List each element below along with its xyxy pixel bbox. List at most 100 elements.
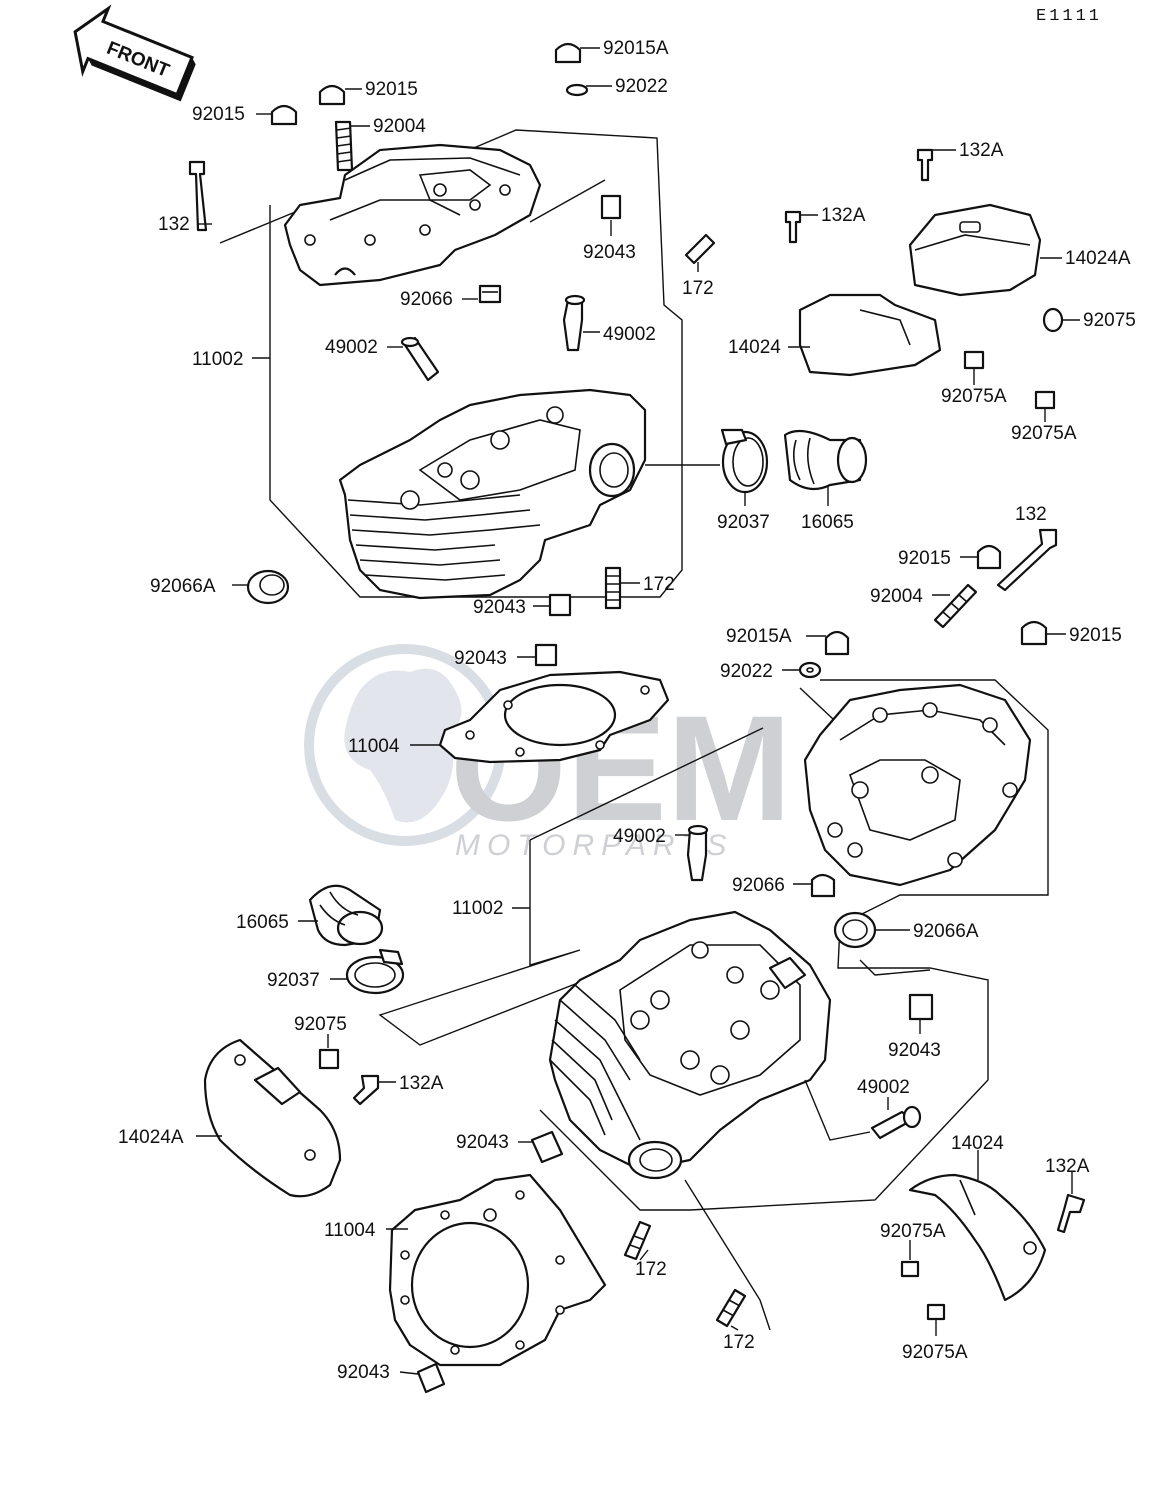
label-49002-top-r: 49002 bbox=[603, 324, 656, 345]
dowel-92043-top bbox=[600, 194, 622, 220]
label-14024-bot: 14024 bbox=[951, 1133, 1004, 1154]
bolt-132A-top2 bbox=[784, 210, 802, 244]
stud-172-mid bbox=[604, 566, 622, 610]
label-92043-top: 92043 bbox=[583, 242, 636, 263]
label-92004-top: 92004 bbox=[373, 116, 426, 137]
bolt-132-top bbox=[188, 160, 208, 232]
label-92015-r1: 92015 bbox=[898, 548, 951, 569]
label-92015A-r: 92015A bbox=[726, 626, 792, 647]
dowel-92043-mid2 bbox=[534, 643, 558, 667]
valve-49002-bot-r bbox=[870, 1105, 922, 1140]
insulator-16065-top bbox=[783, 429, 868, 491]
label-92015-top: 92015 bbox=[365, 79, 418, 100]
head-gasket-rear bbox=[388, 1173, 607, 1367]
cover-14024A-bot bbox=[203, 1038, 342, 1198]
dowel-92043-bot-r bbox=[908, 993, 934, 1021]
label-92066-bot: 92066 bbox=[732, 875, 785, 896]
label-92043-bot-l: 92043 bbox=[456, 1132, 509, 1153]
cover-14024-bot bbox=[908, 1173, 1047, 1302]
label-92015A-top: 92015A bbox=[603, 38, 669, 59]
label-132A-bot-l: 132A bbox=[399, 1073, 444, 1094]
valve-49002-top-r bbox=[562, 294, 586, 352]
watermark-continents-icon bbox=[344, 668, 462, 823]
cylinder-head-rear bbox=[548, 910, 832, 1180]
top-assembly bbox=[188, 42, 1064, 764]
label-11004-bot: 11004 bbox=[324, 1220, 376, 1241]
rocker-cover-rear bbox=[803, 683, 1032, 887]
front-arrow-icon: FRONT bbox=[73, 4, 196, 102]
grommet-92075A-top2 bbox=[1034, 390, 1056, 410]
label-92015-r2: 92015 bbox=[1069, 625, 1122, 646]
label-172-top: 172 bbox=[682, 278, 714, 299]
label-132A-top2: 132A bbox=[821, 205, 866, 226]
label-92043-mid1: 92043 bbox=[473, 597, 526, 618]
label-92043-bot2: 92043 bbox=[337, 1362, 390, 1383]
grommet-92075A-top1 bbox=[963, 350, 985, 370]
plug-92066A-left bbox=[246, 569, 290, 605]
label-92075A-top2: 92075A bbox=[1011, 423, 1077, 444]
cover-14024-top bbox=[798, 293, 942, 377]
cover-14024A-top bbox=[908, 203, 1042, 297]
acorn-nut-92015A-top bbox=[554, 42, 582, 64]
insulator-16065-bot bbox=[308, 884, 384, 947]
label-92037-bot: 92037 bbox=[267, 970, 320, 991]
label-172-bot2: 172 bbox=[723, 1332, 755, 1353]
label-92043-mid2: 92043 bbox=[454, 648, 507, 669]
washer-92022-r bbox=[798, 661, 822, 679]
label-14024A-bot: 14024A bbox=[118, 1127, 184, 1148]
stud-172-top bbox=[684, 233, 716, 265]
label-16065-top: 16065 bbox=[801, 512, 854, 533]
label-92004-r: 92004 bbox=[870, 586, 923, 607]
dowel-92043-bot-l bbox=[530, 1130, 564, 1164]
acorn-nut-92015-top bbox=[318, 84, 346, 106]
rocker-cover-front bbox=[283, 143, 542, 287]
acorn-nut-92015-r1 bbox=[976, 544, 1002, 570]
label-49002-bot: 49002 bbox=[613, 826, 666, 847]
cylinder-head-front bbox=[338, 388, 647, 600]
label-16065-bot: 16065 bbox=[236, 912, 289, 933]
label-92037-top: 92037 bbox=[717, 512, 770, 533]
label-49002-bot-r: 49002 bbox=[857, 1077, 910, 1098]
label-132-right: 132 bbox=[1015, 504, 1047, 525]
label-172-bot1: 172 bbox=[635, 1259, 667, 1280]
callout-labels: 92015A 92022 92015 92015 92004 132 92043… bbox=[118, 38, 1136, 1383]
label-132A-top1: 132A bbox=[959, 140, 1004, 161]
label-132-top: 132 bbox=[158, 214, 190, 235]
label-92075-bot: 92075 bbox=[294, 1014, 347, 1035]
label-92015-left: 92015 bbox=[192, 104, 245, 125]
dowel-92043-bot2 bbox=[416, 1362, 446, 1394]
grommet-92075A-bot2 bbox=[926, 1303, 946, 1321]
acorn-nut-92015-left bbox=[270, 104, 298, 126]
head-gasket-front bbox=[438, 670, 670, 764]
stud-172-bot2 bbox=[715, 1288, 747, 1328]
bolt-132A-top1 bbox=[916, 148, 934, 182]
bolt-132A-bot-r bbox=[1056, 1193, 1086, 1234]
bolt-132A-bot-l bbox=[352, 1074, 380, 1106]
plug-92066-top bbox=[478, 284, 502, 304]
acorn-nut-92015-r2 bbox=[1020, 620, 1048, 646]
bottom-assembly bbox=[203, 528, 1086, 1394]
label-92075-top: 92075 bbox=[1083, 310, 1136, 331]
valve-49002-bot bbox=[686, 824, 709, 882]
label-172-mid: 172 bbox=[643, 574, 675, 595]
plug-92066A-bot bbox=[833, 911, 877, 949]
valve-49002-top-l bbox=[400, 336, 440, 382]
dowel-92043-mid1 bbox=[548, 593, 572, 617]
label-14024-top: 14024 bbox=[728, 337, 781, 358]
stud-92004-r bbox=[933, 583, 978, 629]
stud-92004-top bbox=[334, 120, 354, 172]
label-92022-top: 92022 bbox=[615, 76, 668, 97]
acorn-nut-92015A-r bbox=[824, 630, 850, 656]
label-92022-r: 92022 bbox=[720, 661, 773, 682]
label-49002-top-l: 49002 bbox=[325, 337, 378, 358]
label-92066A-left: 92066A bbox=[150, 576, 216, 597]
grommet-92075-top bbox=[1042, 307, 1064, 333]
label-14024A-top: 14024A bbox=[1065, 248, 1131, 269]
stud-172-bot1 bbox=[623, 1220, 652, 1261]
label-92066A-bot: 92066A bbox=[913, 921, 979, 942]
clamp-92037-bot bbox=[345, 948, 405, 995]
label-11002-bot: 11002 bbox=[452, 898, 503, 919]
bolt-132-right bbox=[996, 528, 1058, 592]
label-92043-bot-r: 92043 bbox=[888, 1040, 941, 1061]
